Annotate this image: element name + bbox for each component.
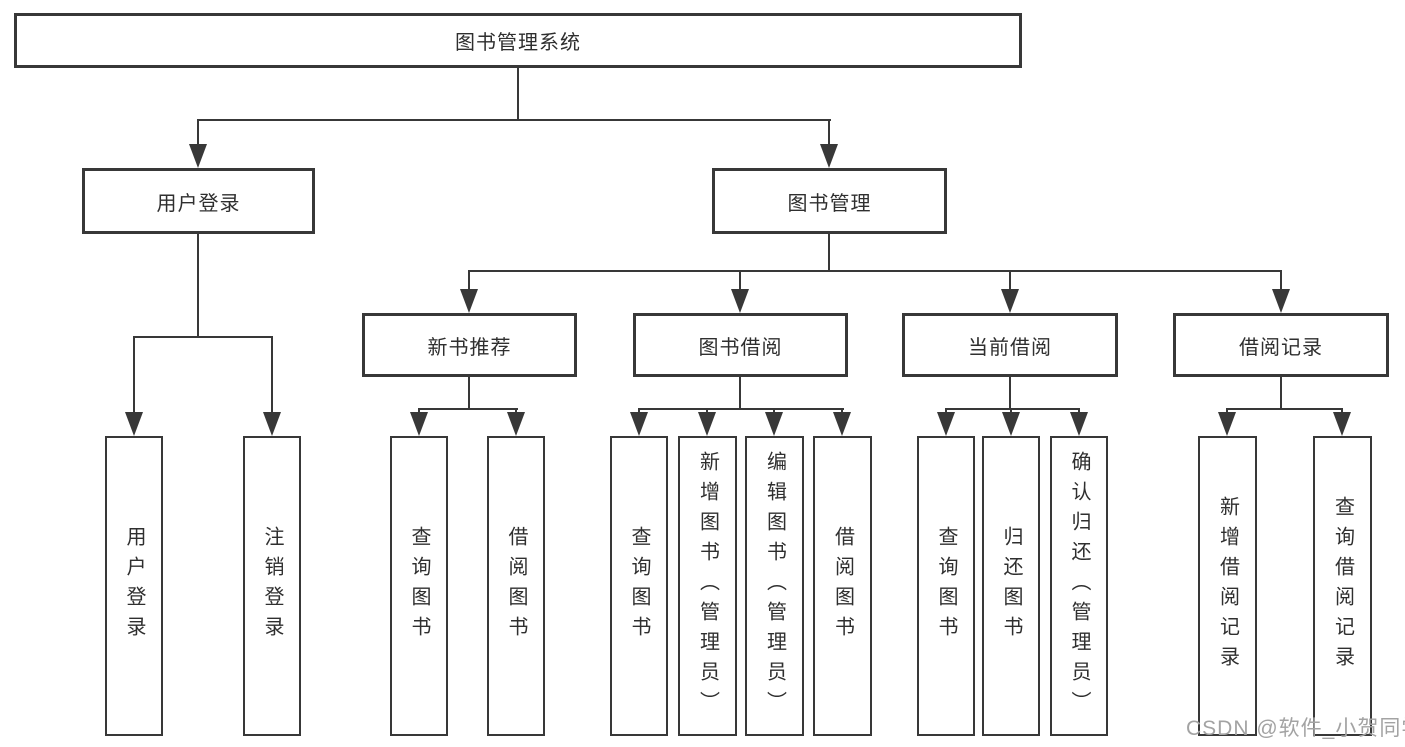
line-segment	[418, 408, 518, 410]
arrowhead-icon	[1001, 289, 1019, 313]
arrowhead-icon	[630, 412, 648, 436]
node-label: 图书管理系统	[455, 32, 581, 54]
leaf-label: 新增图书（管理员）	[696, 451, 719, 721]
line-segment	[739, 377, 741, 410]
line-segment	[133, 336, 273, 338]
leaf-user-login: 用户登录	[105, 436, 163, 736]
leaf-label: 编辑图书（管理员）	[763, 451, 786, 721]
line-segment	[638, 408, 844, 410]
leaf-label: 确认归还（管理员）	[1068, 451, 1090, 721]
line-segment	[197, 234, 199, 338]
leaf-logout: 注销登录	[243, 436, 301, 736]
node-label: 图书管理	[787, 192, 872, 215]
line-segment	[133, 336, 135, 416]
line-segment	[945, 408, 1080, 410]
leaf-borrow-books-recommend: 借阅图书	[487, 436, 545, 736]
line-segment	[828, 119, 830, 147]
arrowhead-icon	[1333, 412, 1351, 436]
line-segment	[197, 119, 199, 147]
line-segment	[1009, 377, 1011, 410]
leaf-borrow-books-borrowing: 借阅图书	[813, 436, 872, 736]
node-book-borrowing: 图书借阅	[633, 313, 848, 377]
node-borrowing-records: 借阅记录	[1173, 313, 1389, 377]
line-segment	[1280, 270, 1282, 292]
node-label: 借阅记录	[1239, 336, 1323, 359]
arrowhead-icon	[507, 412, 525, 436]
arrowhead-icon	[765, 412, 783, 436]
node-new-book-recommendation: 新书推荐	[362, 313, 577, 377]
node-library-management-system: 图书管理系统	[14, 13, 1022, 68]
node-label: 当前借阅	[968, 336, 1052, 359]
node-label: 新书推荐	[427, 336, 512, 359]
line-segment	[739, 270, 741, 292]
leaf-query-borrow-record: 查询借阅记录	[1313, 436, 1372, 736]
line-segment	[271, 336, 273, 416]
arrowhead-icon	[125, 412, 143, 436]
arrowhead-icon	[698, 412, 716, 436]
leaf-return-books: 归还图书	[982, 436, 1040, 736]
arrowhead-icon	[1272, 289, 1290, 313]
line-segment	[517, 68, 519, 121]
arrowhead-icon	[410, 412, 428, 436]
leaf-label: 查询图书	[408, 526, 430, 646]
leaf-label: 借阅图书	[831, 526, 854, 646]
leaf-add-borrow-record: 新增借阅记录	[1198, 436, 1257, 736]
node-label: 图书借阅	[698, 336, 783, 359]
node-book-management: 图书管理	[712, 168, 947, 234]
arrowhead-icon	[1218, 412, 1236, 436]
leaf-label: 新增借阅记录	[1216, 496, 1239, 676]
leaf-label: 查询借阅记录	[1331, 496, 1354, 676]
leaf-label: 查询图书	[935, 526, 957, 646]
arrowhead-icon	[263, 412, 281, 436]
line-segment	[1280, 377, 1282, 410]
node-current-borrowing: 当前借阅	[902, 313, 1118, 377]
leaf-add-books-admin: 新增图书（管理员）	[678, 436, 737, 736]
leaf-label: 用户登录	[123, 526, 145, 646]
leaf-query-books-current: 查询图书	[917, 436, 975, 736]
arrowhead-icon	[1070, 412, 1088, 436]
leaf-label: 归还图书	[1000, 526, 1022, 646]
leaf-label: 借阅图书	[505, 526, 527, 646]
line-segment	[1009, 270, 1011, 292]
line-segment	[1226, 408, 1343, 410]
arrowhead-icon	[731, 289, 749, 313]
leaf-query-books-borrowing: 查询图书	[610, 436, 668, 736]
line-segment	[469, 270, 1282, 272]
leaf-label: 注销登录	[261, 526, 283, 646]
leaf-label: 查询图书	[628, 526, 650, 646]
line-segment	[468, 377, 470, 410]
leaf-query-books-recommend: 查询图书	[390, 436, 448, 736]
line-segment	[828, 234, 830, 272]
arrowhead-icon	[460, 289, 478, 313]
arrowhead-icon	[820, 144, 838, 168]
arrowhead-icon	[189, 144, 207, 168]
node-label: 用户登录	[156, 192, 241, 215]
line-segment	[468, 270, 470, 292]
arrowhead-icon	[1002, 412, 1020, 436]
csdn-watermark: CSDN @软件_小贺同学	[1186, 717, 1405, 740]
leaf-edit-books-admin: 编辑图书（管理员）	[745, 436, 804, 736]
line-segment	[197, 119, 831, 121]
node-user-login: 用户登录	[82, 168, 315, 234]
leaf-confirm-return-admin: 确认归还（管理员）	[1050, 436, 1108, 736]
arrowhead-icon	[937, 412, 955, 436]
arrowhead-icon	[833, 412, 851, 436]
